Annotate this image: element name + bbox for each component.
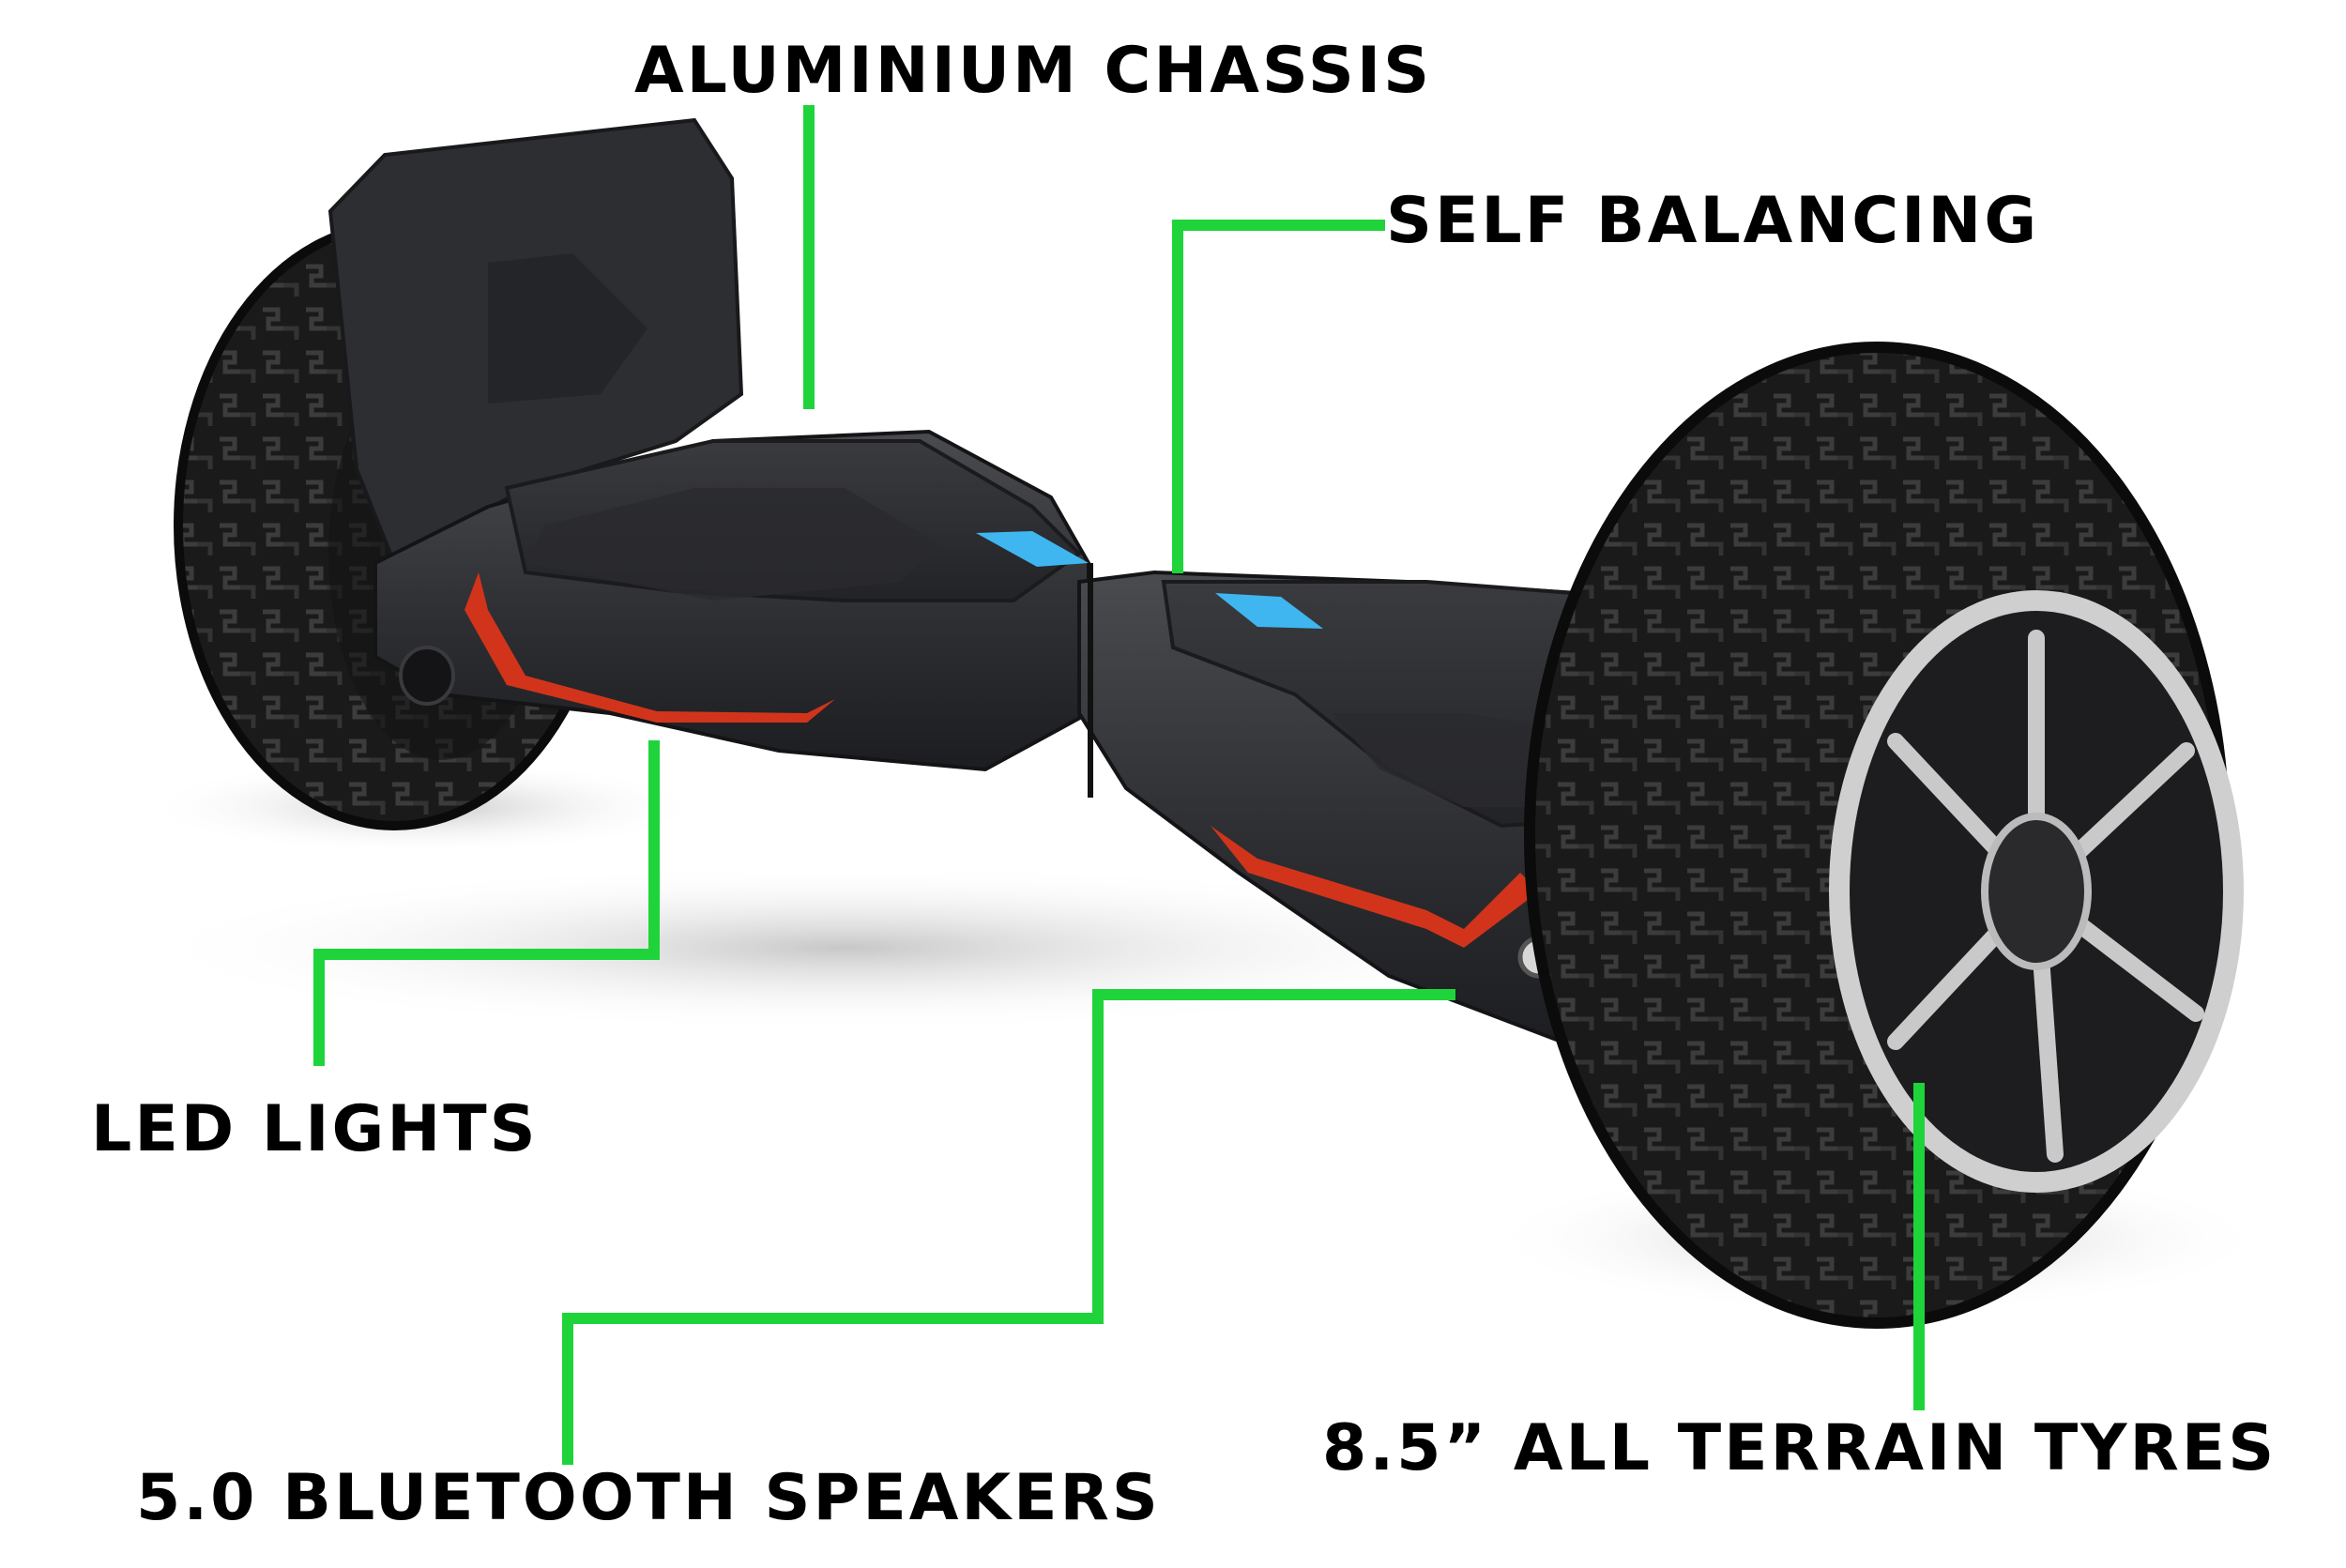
label-bluetooth-speakers: 5.0 BLUETOOTH SPEAKERS xyxy=(136,1461,1161,1535)
label-aluminium-chassis: ALUMINIUM CHASSIS xyxy=(634,34,1433,108)
front-wheel xyxy=(1524,342,2244,1329)
label-all-terrain-tyres: 8.5” ALL TERRAIN TYRES xyxy=(1322,1411,2277,1485)
led-light-strip xyxy=(465,572,835,723)
callout-lines xyxy=(313,105,1925,1465)
blue-indicator-light xyxy=(1215,593,1323,629)
label-self-balancing: SELF BALANCING xyxy=(1386,184,2040,258)
blue-indicator-light xyxy=(976,531,1089,567)
label-led-lights: LED LIGHTS xyxy=(91,1092,539,1166)
callout-line-speakers xyxy=(562,989,1455,1465)
speaker-port xyxy=(399,646,455,706)
callout-line-balance xyxy=(1172,220,1385,573)
callout-line-led xyxy=(313,740,660,1066)
